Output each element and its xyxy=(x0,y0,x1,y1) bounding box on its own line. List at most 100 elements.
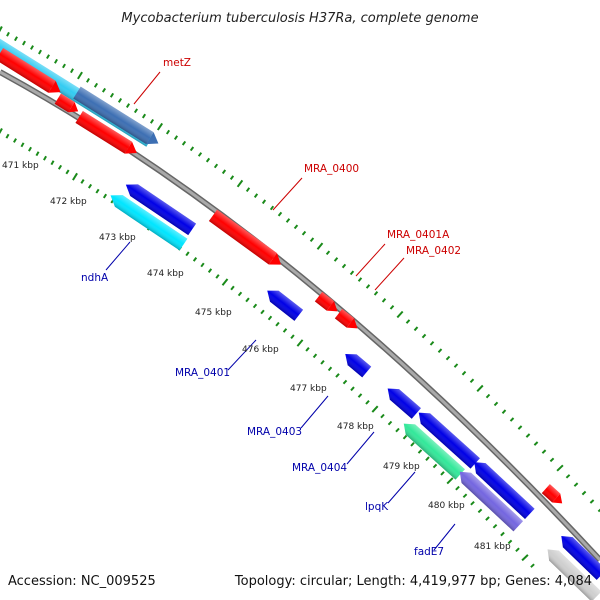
tick-mark xyxy=(312,353,318,359)
gene-label-MRA_0401[interactable]: MRA_0401 xyxy=(175,367,230,379)
tick-mark xyxy=(221,278,229,286)
tick-mark xyxy=(365,284,371,289)
feature-lpqK[interactable] xyxy=(399,418,465,480)
tick-mark xyxy=(38,49,42,55)
tick-mark xyxy=(215,274,220,279)
tick-mark xyxy=(101,87,107,93)
gene-label-MRA_0404[interactable]: MRA_0404 xyxy=(292,462,347,474)
tick-mark xyxy=(405,319,411,324)
label-leaders xyxy=(105,71,456,551)
feature-blue-ndhA-top[interactable] xyxy=(122,179,197,236)
feature-red-far[interactable] xyxy=(541,484,566,508)
gene-label-lpqK[interactable]: lpqK xyxy=(365,501,389,513)
tick-mark xyxy=(402,434,408,440)
tick-mark xyxy=(197,152,203,157)
tick-mark xyxy=(350,386,355,392)
feature-MRA_0401A[interactable] xyxy=(314,291,341,316)
tick-mark xyxy=(22,40,26,46)
feature-blue-mid[interactable] xyxy=(414,407,480,469)
tick-mark xyxy=(446,477,454,485)
tick-mark xyxy=(301,230,307,236)
feature-fadE7[interactable] xyxy=(455,467,524,532)
tick-mark xyxy=(549,457,555,463)
tick-mark xyxy=(565,474,571,479)
tick-mark xyxy=(237,291,243,297)
kbp-label: 472 kbp xyxy=(50,197,87,207)
tick-mark xyxy=(381,298,387,303)
tick-mark xyxy=(43,155,47,161)
feature-MRA_0401[interactable] xyxy=(263,285,304,321)
tick-mark xyxy=(200,262,205,268)
tick-mark xyxy=(533,441,539,446)
tick-mark xyxy=(0,128,3,135)
tick-mark xyxy=(173,135,179,140)
feature-blue-right[interactable] xyxy=(469,457,535,520)
feature-red-2[interactable] xyxy=(54,93,82,117)
feature-red-1[interactable] xyxy=(0,47,64,98)
tick-mark xyxy=(253,193,259,198)
tick-mark xyxy=(469,378,475,383)
feature-metZ[interactable] xyxy=(73,86,162,150)
tick-mark xyxy=(57,164,63,170)
kbp-label: 473 kbp xyxy=(99,233,136,243)
feature-MRA_0403[interactable] xyxy=(341,349,372,378)
gene-labels: metZ MRA_0400 MRA_0401A MRA_0402 ndhA MR… xyxy=(81,57,461,558)
tick-mark xyxy=(509,417,515,422)
tick-mark xyxy=(349,270,355,276)
tick-mark xyxy=(541,449,547,454)
tick-mark xyxy=(277,211,283,217)
tick-mark xyxy=(342,379,348,385)
tick-mark xyxy=(395,427,400,433)
tick-mark xyxy=(371,405,379,413)
tick-mark xyxy=(296,339,304,347)
tick-mark xyxy=(357,393,363,398)
kbp-ruler: 471 kbp 472 kbp 473 kbp 474 kbp 475 kbp … xyxy=(2,161,511,552)
tick-mark xyxy=(236,179,244,188)
feature-MRA_0402[interactable] xyxy=(334,308,361,333)
tick-mark xyxy=(341,263,347,269)
feature-gray-corner[interactable] xyxy=(543,544,600,600)
kbp-label: 480 kbp xyxy=(428,501,465,511)
feature-red-3[interactable] xyxy=(75,111,140,159)
tick-mark xyxy=(156,122,164,131)
kbp-label: 481 kbp xyxy=(474,542,511,552)
gene-label-MRA_0400[interactable]: MRA_0400 xyxy=(304,163,359,175)
gene-label-MRA_0402[interactable]: MRA_0402 xyxy=(406,245,461,257)
tick-mark xyxy=(275,321,280,327)
feature-blue-corner[interactable] xyxy=(556,531,600,580)
tick-mark xyxy=(425,456,430,461)
topology-summary: Topology: circular; Length: 4,419,977 bp… xyxy=(234,574,592,589)
tick-mark xyxy=(282,328,288,333)
tick-mark xyxy=(28,146,32,152)
tick-mark xyxy=(185,251,190,257)
tick-mark xyxy=(432,463,438,469)
tick-mark xyxy=(429,341,435,346)
tick-mark xyxy=(141,113,147,119)
tick-mark xyxy=(293,224,299,230)
feature-MRA_0404[interactable] xyxy=(383,383,421,419)
gene-label-metZ[interactable]: metZ xyxy=(163,57,191,69)
feature-MRA_0400[interactable] xyxy=(208,209,285,271)
tick-mark xyxy=(221,169,227,175)
gene-label-MRA_0403[interactable]: MRA_0403 xyxy=(247,426,302,438)
tick-mark xyxy=(515,547,520,553)
tick-mark xyxy=(470,500,475,506)
feature-ndhA[interactable] xyxy=(107,190,188,251)
tick-mark xyxy=(333,257,339,262)
gene-label-ndhA[interactable]: ndhA xyxy=(81,272,109,284)
map-title: Mycobacterium tuberculosis H37Ra, comple… xyxy=(121,11,478,26)
gene-label-fadE7[interactable]: fadE7 xyxy=(414,546,444,558)
tick-mark xyxy=(389,305,395,310)
tick-mark xyxy=(517,425,523,430)
tick-mark xyxy=(440,471,445,476)
tick-mark xyxy=(285,218,291,223)
tick-mark xyxy=(149,118,155,124)
tick-mark xyxy=(245,187,251,192)
tick-mark xyxy=(252,303,258,309)
tick-mark xyxy=(20,142,25,148)
gene-label-MRA_0401A[interactable]: MRA_0401A xyxy=(387,229,450,241)
kbp-label: 471 kbp xyxy=(2,161,39,171)
tick-mark xyxy=(30,45,34,50)
